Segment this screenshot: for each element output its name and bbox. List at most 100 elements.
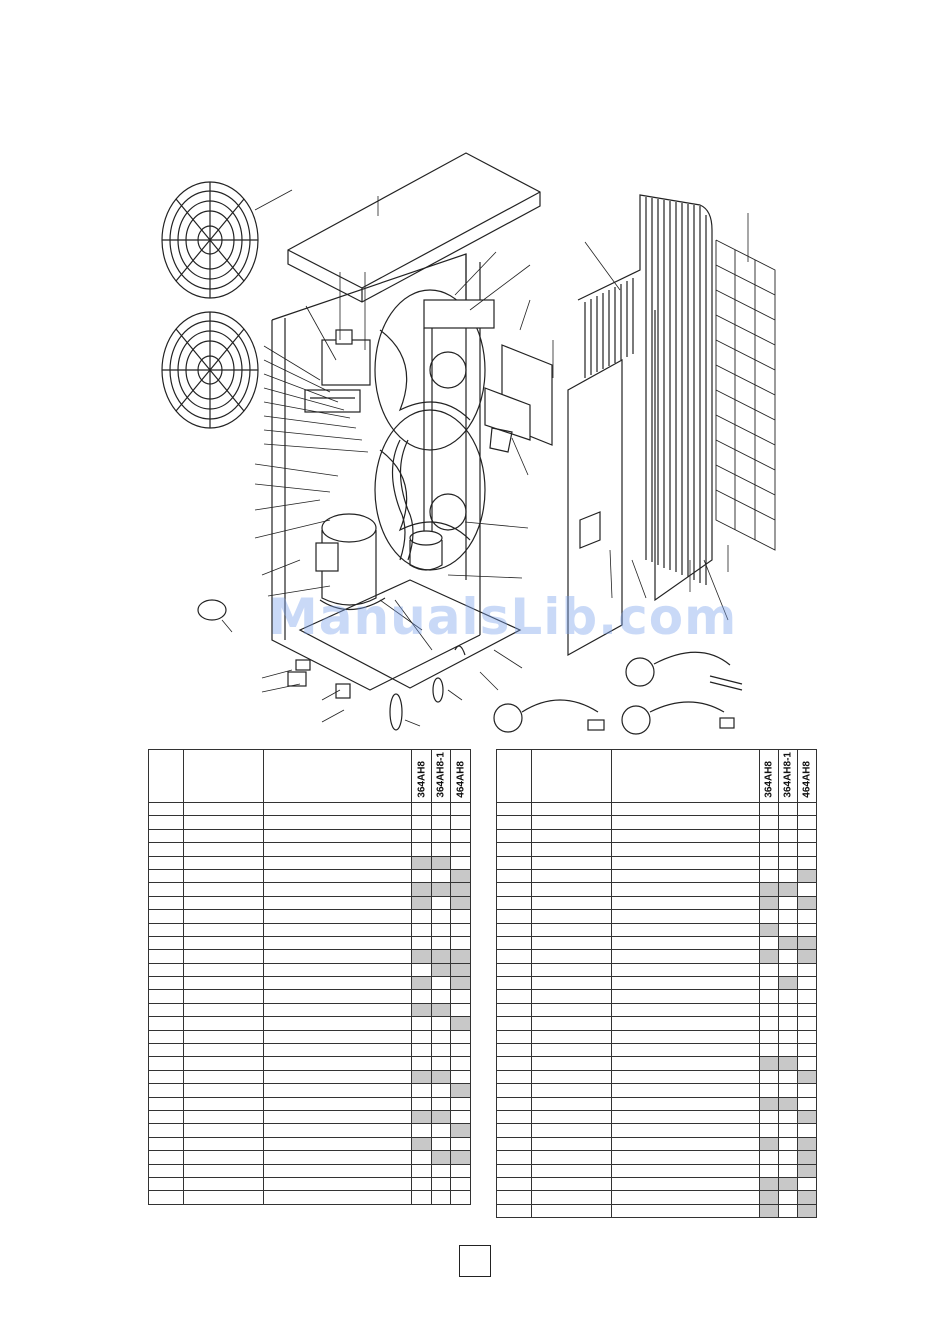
model-applicability-cell [759,909,779,924]
table-cell [183,1096,264,1111]
table-row [148,842,471,857]
model-applicability-cell [411,949,432,964]
model-applicability-cell [431,1083,451,1098]
table-cell [183,842,264,857]
model-applicability-cell [431,895,451,911]
table-cell [496,801,532,817]
table-cell [496,962,532,978]
table-cell [531,962,612,978]
table-cell [148,801,184,817]
accessory-kits [493,651,743,735]
model-applicability-cell [411,1136,432,1152]
table-cell [263,1123,412,1138]
model-applicability-cell [778,828,798,844]
table-cell [148,1069,184,1085]
model-applicability-cell [411,1123,432,1138]
model-applicability-cell [450,895,471,911]
table-cell [183,895,264,911]
model-applicability-cell [431,1136,451,1152]
table-cell [496,1083,532,1098]
model-applicability-cell [431,922,451,937]
table-cell [496,882,532,897]
model-applicability-cell [431,949,451,964]
model-applicability-cell [778,962,798,978]
table-row [496,1083,817,1098]
table-cell [531,882,612,897]
table-row [496,962,817,978]
table-cell [611,1069,760,1085]
model-applicability-cell [431,1150,451,1165]
model-applicability-cell [411,855,432,870]
model-applicability-cell [450,976,471,991]
model-applicability-cell [450,1136,471,1152]
model-applicability-cell [778,1190,798,1205]
model-applicability-cell [759,1190,779,1205]
table-cell [611,962,760,978]
table-row [496,1056,817,1071]
model-applicability-cell [450,1109,471,1125]
model-applicability-cell [797,815,817,830]
model-applicability-cell [759,1043,779,1058]
model-applicability-cell [759,895,779,911]
table-row [148,949,471,964]
table-cell [496,1176,532,1192]
model-applicability-cell [411,989,432,1004]
table-row [496,1123,817,1138]
table-cell [263,1002,412,1018]
model-applicability-cell [450,989,471,1004]
table-cell [183,1190,264,1205]
model-applicability-cell [411,1043,432,1058]
model-applicability-cell [450,1056,471,1071]
exploded-view-diagram [161,152,776,735]
model-applicability-cell [431,1016,451,1031]
model-applicability-cell [759,1016,779,1031]
table-row [496,868,817,884]
model-applicability-cell [778,1016,798,1031]
table-cell [183,962,264,978]
table-row [148,801,471,817]
model-applicability-cell [797,1136,817,1152]
table-cell [148,1029,184,1045]
table-cell [183,828,264,844]
model-applicability-cell [759,842,779,857]
col-part-number-header [531,749,612,803]
table-cell [148,1163,184,1178]
table-cell [183,855,264,870]
table-cell [496,1043,532,1058]
model-applicability-cell [778,1069,798,1085]
model-applicability-cell [431,1123,451,1138]
fan-guard-upper [161,181,259,299]
table-cell [496,1096,532,1111]
table-cell [183,1123,264,1138]
model-applicability-cell [411,962,432,978]
table-cell [531,935,612,951]
table-cell [183,815,264,830]
table-cell [611,882,760,897]
table-cell [263,1163,412,1178]
table-row [496,855,817,870]
table-cell [611,1043,760,1058]
model-applicability-cell [450,882,471,897]
model-applicability-cell [797,868,817,884]
table-row [148,1069,471,1085]
table-row [148,1083,471,1098]
table-cell [148,989,184,1004]
table-cell [496,1123,532,1138]
model-applicability-cell [797,1016,817,1031]
table-cell [148,895,184,911]
model-applicability-cell [759,1029,779,1045]
model-applicability-cell [431,1056,451,1071]
table-cell [496,842,532,857]
model-applicability-cell [450,909,471,924]
table-cell [183,1043,264,1058]
table-cell [531,1109,612,1125]
model-applicability-cell [450,1043,471,1058]
table-cell [183,1002,264,1018]
table-cell [531,868,612,884]
model-applicability-cell [450,1096,471,1111]
table-cell [183,1069,264,1085]
model-applicability-cell [759,1163,779,1178]
model-applicability-cell [450,1016,471,1031]
table-row [148,1043,471,1058]
model-applicability-cell [411,1163,432,1178]
